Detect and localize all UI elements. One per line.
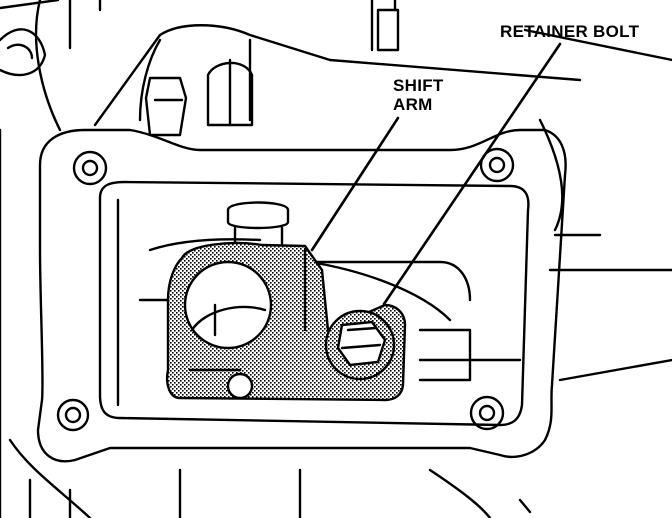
retainer-bolt-leader: [382, 42, 562, 306]
retainer-bolt-label: RETAINER BOLT: [500, 22, 640, 41]
flange-bolt-holes: [56, 147, 515, 432]
retainer-bolt: [324, 309, 396, 381]
background-bolts: [144, 58, 254, 137]
leader-lines: [310, 42, 562, 306]
shift-rails: [138, 238, 522, 382]
shift-arm-label-line2: ARM: [393, 95, 433, 114]
shift-arm-leader: [310, 116, 400, 252]
cover-plate: [36, 128, 567, 463]
shift-arm-label-line1: SHIFT: [393, 76, 444, 95]
shift-arm-label: SHIFT ARM: [393, 76, 444, 114]
